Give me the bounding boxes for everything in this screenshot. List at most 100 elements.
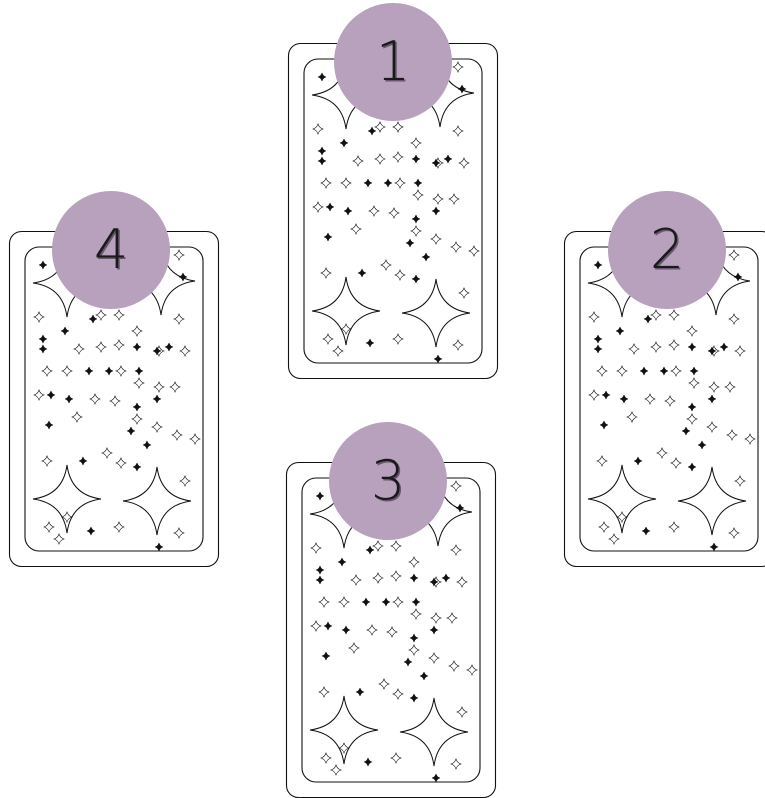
small-star-icon xyxy=(95,309,107,321)
tiny-sparkle-icon xyxy=(357,268,367,278)
tarot-card-4[interactable]: 4 xyxy=(8,191,220,568)
tiny-sparkle-icon xyxy=(405,238,415,248)
tiny-sparkle-icon xyxy=(365,338,375,348)
small-star-icon xyxy=(322,333,334,345)
small-star-icon xyxy=(650,341,662,353)
tiny-sparkle-icon xyxy=(431,773,441,783)
tiny-sparkle-icon xyxy=(132,342,142,352)
small-star-icon xyxy=(380,259,392,271)
tiny-sparkle-icon xyxy=(615,326,625,336)
small-star-icon xyxy=(41,365,53,377)
tiny-sparkle-icon xyxy=(431,206,441,216)
small-star-icon xyxy=(596,455,608,467)
tarot-card-2[interactable]: 2 xyxy=(563,191,765,568)
large-sparkle-icon xyxy=(401,278,471,348)
small-star-icon xyxy=(744,433,756,445)
small-star-icon xyxy=(728,527,740,539)
position-badge-3: 3 xyxy=(329,422,447,540)
tiny-sparkle-icon xyxy=(411,214,421,224)
small-star-icon xyxy=(688,377,700,389)
tiny-sparkle-icon xyxy=(44,420,54,430)
small-star-icon xyxy=(115,365,127,377)
small-star-icon xyxy=(450,480,462,492)
small-star-icon xyxy=(318,686,330,698)
small-star-icon xyxy=(338,596,350,608)
small-star-icon xyxy=(89,393,101,405)
small-star-icon xyxy=(734,345,746,357)
small-star-icon xyxy=(390,540,402,552)
small-star-icon xyxy=(71,411,83,423)
small-star-icon xyxy=(644,393,656,405)
tiny-sparkle-icon xyxy=(315,491,325,501)
tiny-sparkle-icon xyxy=(707,394,717,404)
tiny-sparkle-icon xyxy=(709,542,719,552)
small-star-icon xyxy=(368,205,380,217)
small-star-icon xyxy=(432,193,444,205)
tarot-card-1[interactable]: 1 xyxy=(287,3,499,380)
tiny-sparkle-icon xyxy=(38,344,48,354)
small-star-icon xyxy=(724,381,736,393)
small-star-icon xyxy=(670,365,682,377)
small-star-icon xyxy=(332,345,344,357)
small-star-icon xyxy=(318,596,330,608)
tiny-sparkle-icon xyxy=(343,206,353,216)
small-star-icon xyxy=(450,241,462,253)
tiny-sparkle-icon xyxy=(641,526,651,536)
small-star-icon xyxy=(133,377,145,389)
small-star-icon xyxy=(33,389,45,401)
small-star-icon xyxy=(392,151,404,163)
small-star-icon xyxy=(656,447,668,459)
small-star-icon xyxy=(33,311,45,323)
small-star-icon xyxy=(686,325,698,337)
small-star-icon xyxy=(394,269,406,281)
position-badge-1: 1 xyxy=(334,3,452,121)
small-star-icon xyxy=(73,343,85,355)
large-sparkle-icon xyxy=(587,464,657,534)
tiny-sparkle-icon xyxy=(315,575,325,585)
small-star-icon xyxy=(670,457,682,469)
tiny-sparkle-icon xyxy=(88,314,98,324)
tiny-sparkle-icon xyxy=(421,252,431,262)
large-sparkle-icon xyxy=(399,697,469,767)
small-star-icon xyxy=(428,652,440,664)
tiny-sparkle-icon xyxy=(134,366,144,376)
small-star-icon xyxy=(378,678,390,690)
tiny-sparkle-icon xyxy=(315,565,325,575)
small-star-icon xyxy=(450,544,462,556)
small-star-icon xyxy=(350,223,362,235)
small-star-icon xyxy=(448,660,460,672)
small-star-icon xyxy=(588,389,600,401)
small-star-icon xyxy=(668,521,680,533)
tiny-sparkle-icon xyxy=(164,342,174,352)
tiny-sparkle-icon xyxy=(46,390,56,400)
tiny-sparkle-icon xyxy=(325,202,335,212)
small-star-icon xyxy=(340,177,352,189)
tiny-sparkle-icon xyxy=(687,462,697,472)
tiny-sparkle-icon xyxy=(64,394,74,404)
tiny-sparkle-icon xyxy=(443,154,453,164)
small-star-icon xyxy=(61,511,73,523)
position-number: 4 xyxy=(93,218,129,281)
small-star-icon xyxy=(113,339,125,351)
small-star-icon xyxy=(310,620,322,632)
small-star-icon xyxy=(171,429,183,441)
small-star-icon xyxy=(458,287,470,299)
small-star-icon xyxy=(61,365,73,377)
small-star-icon xyxy=(320,177,332,189)
small-star-icon xyxy=(708,381,720,393)
small-star-icon xyxy=(598,521,610,533)
small-star-icon xyxy=(386,626,398,638)
tiny-sparkle-icon xyxy=(363,178,373,188)
tiny-sparkle-icon xyxy=(431,158,441,168)
tiny-sparkle-icon xyxy=(413,178,423,188)
small-star-icon xyxy=(616,511,628,523)
tiny-sparkle-icon xyxy=(84,366,94,376)
small-star-icon xyxy=(408,556,420,568)
small-star-icon xyxy=(95,341,107,353)
small-star-icon xyxy=(189,433,201,445)
small-star-icon xyxy=(113,521,125,533)
tiny-sparkle-icon xyxy=(457,84,467,94)
tarot-card-3[interactable]: 3 xyxy=(285,422,497,798)
card-star-pattern xyxy=(563,230,765,568)
small-star-icon xyxy=(430,612,442,624)
